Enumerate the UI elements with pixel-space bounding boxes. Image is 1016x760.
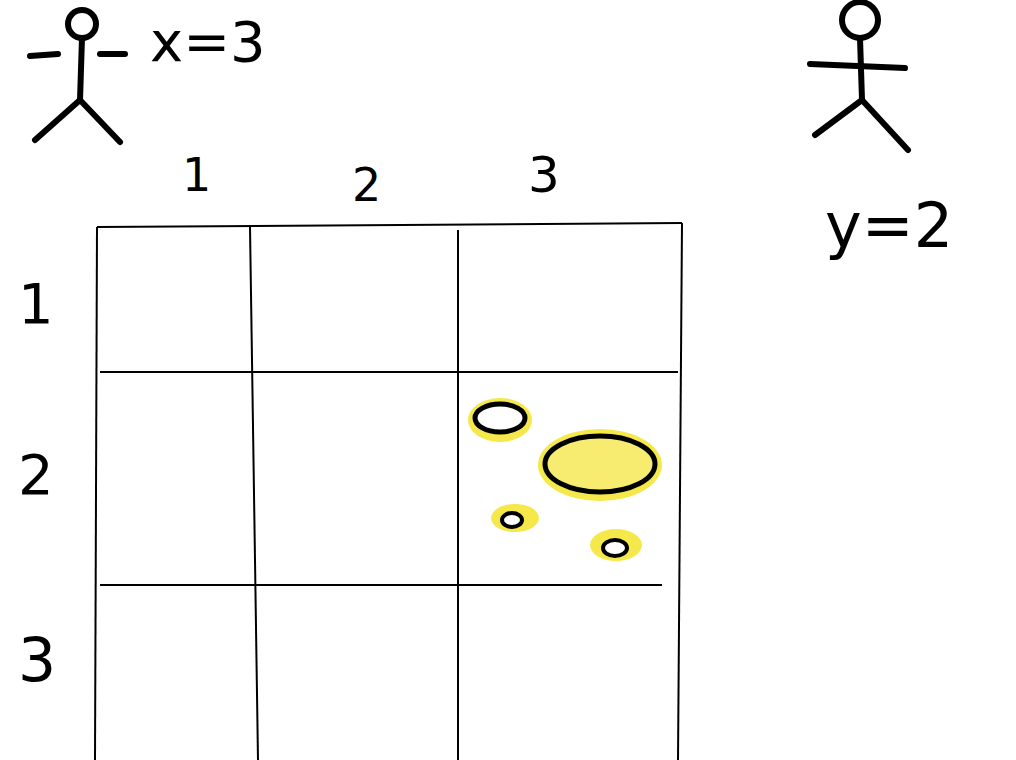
- row-number: 1: [18, 276, 54, 332]
- row-number: 3: [18, 630, 56, 690]
- column-number: 3: [528, 150, 560, 200]
- column-number: 1: [182, 152, 211, 198]
- variable-label: x=3: [150, 14, 266, 70]
- stick-figure-right: [810, 2, 908, 150]
- variable-label: y=2: [825, 195, 953, 257]
- gold-nuggets: [468, 398, 662, 561]
- stick-figure-left: [30, 10, 125, 142]
- column-number: 2: [352, 162, 381, 208]
- row-number: 2: [18, 447, 54, 503]
- grid-lines: [95, 223, 682, 760]
